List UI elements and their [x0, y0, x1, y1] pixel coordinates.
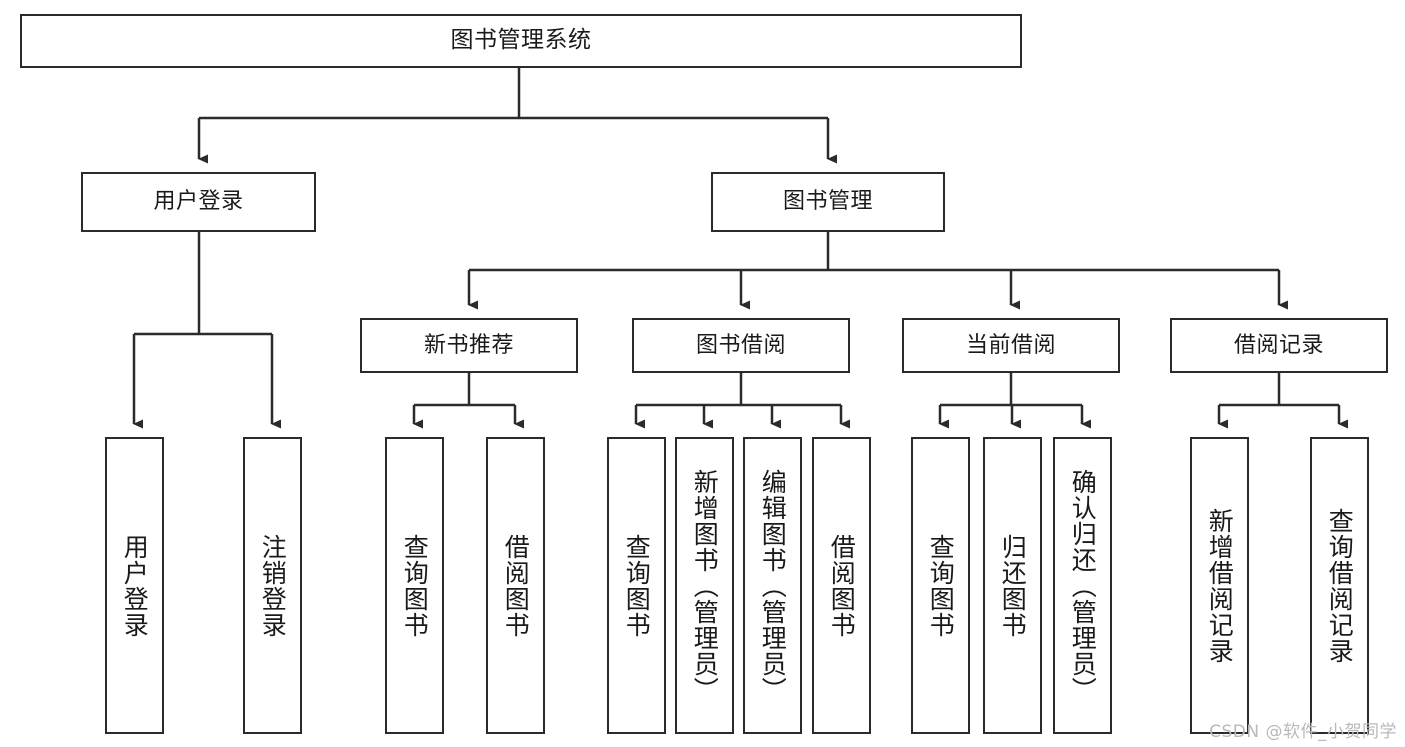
node-book-manage-label: 图书管理 — [782, 189, 873, 215]
node-book-borrow[interactable]: 图书借阅 — [632, 318, 850, 373]
node-leaf-query-record-label: 查询借阅记录 — [1325, 507, 1355, 664]
node-leaf-user-login-label: 用户登录 — [120, 533, 150, 638]
node-root[interactable]: 图书管理系统 — [20, 14, 1022, 68]
node-leaf-logout[interactable]: 注销登录 — [243, 437, 302, 734]
node-leaf-query-book-rec[interactable]: 查询图书 — [385, 437, 444, 734]
node-leaf-query-record[interactable]: 查询借阅记录 — [1310, 437, 1369, 734]
node-leaf-return-book-label: 归还图书 — [998, 533, 1028, 638]
node-leaf-borrow-book-rec-label: 借阅图书 — [501, 533, 531, 638]
node-borrow-record[interactable]: 借阅记录 — [1170, 318, 1388, 373]
node-leaf-add-book[interactable]: 新增图书（管理员） — [675, 437, 734, 734]
node-user-login[interactable]: 用户登录 — [81, 172, 316, 232]
node-leaf-add-book-label: 新增图书（管理员） — [690, 468, 720, 703]
node-borrow-record-label: 借阅记录 — [1233, 332, 1324, 358]
node-book-manage[interactable]: 图书管理 — [711, 172, 945, 232]
node-leaf-query-book-borrow-label: 查询图书 — [622, 533, 652, 638]
csdn-watermark: CSDN @软件_小贺同学 — [1209, 722, 1397, 742]
node-leaf-query-book-cur-label: 查询图书 — [926, 533, 956, 638]
node-leaf-borrow-book-label: 借阅图书 — [827, 533, 857, 638]
node-leaf-borrow-book[interactable]: 借阅图书 — [812, 437, 871, 734]
node-leaf-confirm-return[interactable]: 确认归还（管理员） — [1053, 437, 1112, 734]
node-leaf-query-book-rec-label: 查询图书 — [400, 533, 430, 638]
node-leaf-borrow-book-rec[interactable]: 借阅图书 — [486, 437, 545, 734]
node-book-borrow-label: 图书借阅 — [695, 332, 786, 358]
node-leaf-edit-book[interactable]: 编辑图书（管理员） — [743, 437, 802, 734]
node-leaf-confirm-return-label: 确认归还（管理员） — [1068, 468, 1098, 703]
node-new-book-rec[interactable]: 新书推荐 — [360, 318, 578, 373]
node-new-book-rec-label: 新书推荐 — [423, 332, 514, 358]
node-leaf-user-login[interactable]: 用户登录 — [105, 437, 164, 734]
node-leaf-query-book-borrow[interactable]: 查询图书 — [607, 437, 666, 734]
node-user-login-label: 用户登录 — [153, 189, 244, 215]
node-leaf-edit-book-label: 编辑图书（管理员） — [758, 468, 788, 703]
node-leaf-logout-label: 注销登录 — [258, 533, 288, 638]
node-leaf-add-record[interactable]: 新增借阅记录 — [1190, 437, 1249, 734]
node-current-borrow-label: 当前借阅 — [965, 332, 1056, 358]
node-leaf-add-record-label: 新增借阅记录 — [1205, 507, 1235, 664]
node-root-label: 图书管理系统 — [450, 27, 592, 54]
node-current-borrow[interactable]: 当前借阅 — [902, 318, 1120, 373]
node-leaf-return-book[interactable]: 归还图书 — [983, 437, 1042, 734]
node-leaf-query-book-cur[interactable]: 查询图书 — [911, 437, 970, 734]
